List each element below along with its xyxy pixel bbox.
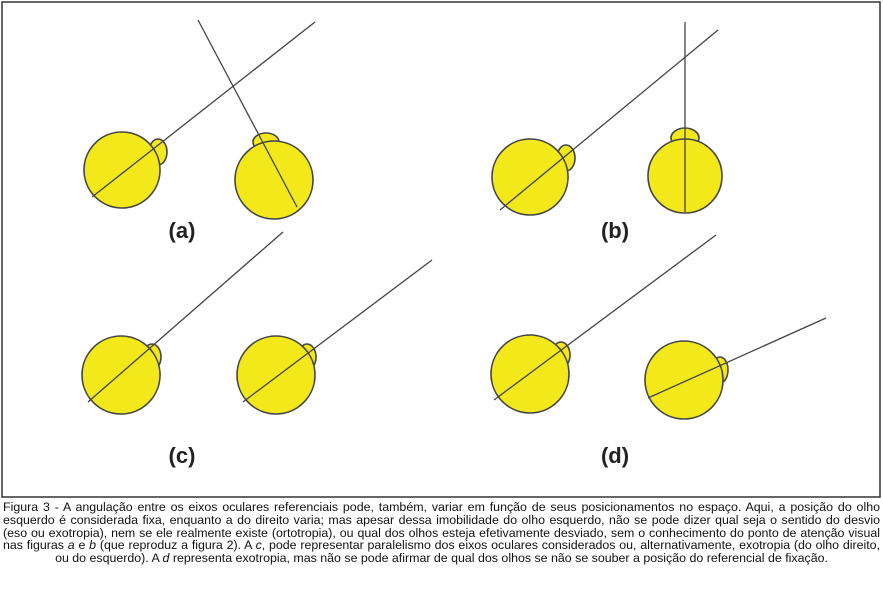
- figure-frame: [1, 1, 881, 498]
- panel-d: (d): [490, 234, 827, 468]
- panel-label: (b): [601, 218, 629, 243]
- caption-text: e: [74, 538, 90, 553]
- figure-caption: Figura 3 - A angulação entre os eixos oc…: [3, 501, 880, 565]
- left-eye: [83, 21, 316, 209]
- visual-axis-line: [87, 231, 284, 403]
- panel-a: (a): [83, 19, 316, 243]
- left-eye: [490, 234, 717, 414]
- right-eye: [197, 19, 314, 220]
- caption-ref-c: c: [255, 538, 262, 553]
- visual-axis-line: [242, 259, 433, 403]
- left-eye: [491, 29, 719, 216]
- visual-axis-line: [499, 29, 719, 211]
- caption-text: representa exotropia, mas não se pode af…: [169, 551, 828, 566]
- visual-axis-line: [647, 317, 827, 399]
- panel-c: (c): [81, 231, 433, 468]
- left-eye: [81, 231, 284, 415]
- visual-axis-line: [493, 234, 717, 401]
- visual-axis-line: [197, 19, 298, 208]
- panel-label: (d): [601, 443, 629, 468]
- right-eye: [647, 22, 723, 214]
- caption-text: Figura 3 - A angulação entre os eixos oc…: [3, 500, 880, 553]
- figure-3-diagram: (a) (b) (c): [1, 1, 881, 498]
- caption-text: (que reproduz a figura 2). A: [96, 538, 256, 553]
- panel-label: (c): [169, 443, 196, 468]
- caption-text: , pode representar paralelismo dos eixos…: [55, 538, 881, 566]
- caption-ref-d: d: [162, 551, 170, 566]
- caption-ref-a: a: [67, 538, 75, 553]
- caption-ref-b: b: [89, 538, 97, 553]
- panel-b: (b): [491, 22, 723, 243]
- right-eye: [644, 317, 827, 420]
- right-eye: [236, 259, 433, 415]
- panel-label: (a): [169, 218, 196, 243]
- visual-axis-line: [91, 21, 316, 198]
